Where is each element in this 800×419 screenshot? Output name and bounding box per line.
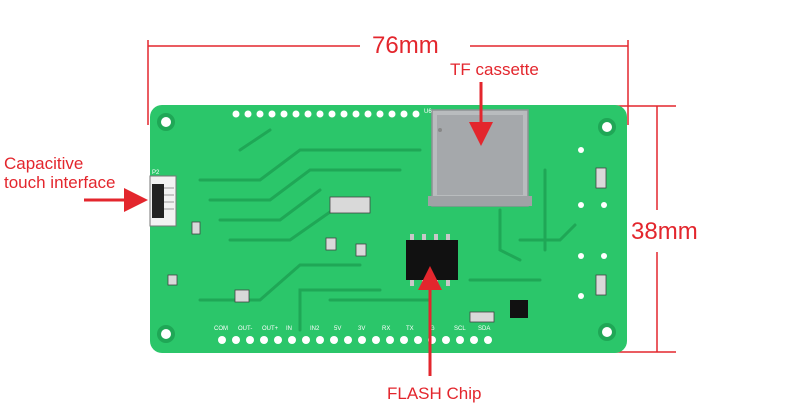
flash-chip-label: FLASH Chip — [387, 384, 482, 403]
top-pin-header — [232, 110, 420, 118]
header-pin-label: SCL — [454, 326, 466, 332]
right-edge-pads — [578, 147, 607, 299]
header-pin-label: RX — [382, 326, 390, 332]
header-pin-label: TX — [406, 326, 414, 332]
header-pin-label: IN2 — [310, 326, 320, 332]
bottom-pin-header — [218, 336, 492, 344]
width-dimension — [147, 40, 629, 125]
tf-cassette-label: TF cassette — [450, 60, 539, 79]
header-pin-label: COM — [214, 326, 228, 332]
header-pin-label: OUT+ — [262, 326, 279, 332]
height-dimension-label: 38mm — [631, 218, 698, 245]
connector-silkscreen: P2 — [152, 170, 160, 176]
pcb-traces — [198, 118, 577, 332]
bottom-header-silkscreen: COM OUT- OUT+ IN IN2 5V 3V RX TX G SCL SDA — [214, 326, 490, 332]
touch-interface-label: Capacitive touch interface — [4, 154, 116, 192]
ffc-connector-icon — [149, 175, 177, 227]
header-pin-label: OUT- — [238, 326, 252, 332]
pcb-board: P2 U6 COM OUT- OUT+ IN IN2 5V 3V RX TX G SCL SDA — [149, 105, 627, 353]
header-pin-label: 5V — [334, 326, 341, 332]
sd-card-slot-icon — [428, 109, 532, 207]
sd-slot-silkscreen: U6 — [424, 109, 432, 115]
header-pin-label: 3V — [358, 326, 365, 332]
width-dimension-label: 76mm — [372, 32, 439, 59]
touch-label-line2: touch interface — [4, 173, 116, 192]
touch-label-line1: Capacitive — [4, 154, 84, 173]
header-pin-label: G — [430, 326, 435, 332]
header-pin-label: IN — [286, 326, 292, 332]
mounting-hole-icon — [157, 113, 616, 343]
callout-arrows — [84, 82, 493, 376]
passive-components — [167, 167, 607, 323]
small-ic — [510, 300, 528, 318]
ic-chip-icon — [406, 234, 458, 286]
header-pin-label: SDA — [478, 326, 490, 332]
